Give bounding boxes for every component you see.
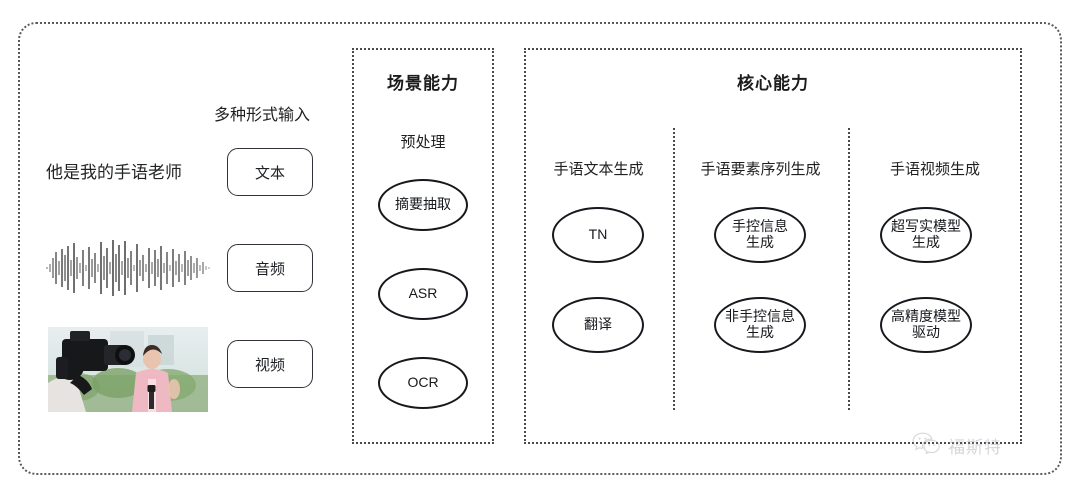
outer-frame <box>18 22 1062 475</box>
input-modality-video-label: 视频 <box>254 356 285 374</box>
video-thumbnail <box>48 327 208 412</box>
core-node-tn[interactable]: TN <box>552 207 644 263</box>
wechat-icon <box>912 432 942 459</box>
input-modality-audio-button[interactable]: 音频 <box>227 244 313 292</box>
core-column-divider-2 <box>848 128 850 410</box>
scene-group-label: 预处理 <box>400 134 446 151</box>
core-column-label-sign-text-generation: 手语文本生成 <box>553 161 644 178</box>
scene-node-summary-extraction[interactable]: 摘要抽取 <box>378 179 468 231</box>
scene-node-ocr[interactable]: OCR <box>378 357 468 409</box>
input-modality-audio-label: 音频 <box>254 260 285 278</box>
core-node-high-precision-model-driving[interactable]: 高精度模型 驱动 <box>880 297 972 353</box>
core-node-manual-info-generation[interactable]: 手控信息 生成 <box>714 207 806 263</box>
watermark: 福斯特 <box>912 432 1002 459</box>
sample-sentence-text: 他是我的手语老师 <box>46 163 182 182</box>
core-capability-box <box>524 48 1022 444</box>
input-panel-header: 多种形式输入 <box>214 107 311 124</box>
scene-node-asr[interactable]: ASR <box>378 268 468 320</box>
scene-capability-title: 场景能力 <box>387 74 459 93</box>
core-column-label-sign-element-sequence-generation: 手语要素序列生成 <box>700 161 821 178</box>
input-modality-text-label: 文本 <box>254 164 285 182</box>
input-modality-text-button[interactable]: 文本 <box>227 148 313 196</box>
input-modality-video-button[interactable]: 视频 <box>227 340 313 388</box>
core-capability-title: 核心能力 <box>737 74 809 93</box>
core-column-label-sign-video-generation: 手语视频生成 <box>889 161 980 178</box>
core-node-non-manual-info-generation[interactable]: 非手控信息 生成 <box>714 297 806 353</box>
scene-capability-box <box>352 48 494 444</box>
core-node-photorealistic-model-generation[interactable]: 超写实模型 生成 <box>880 207 972 263</box>
watermark-text: 福斯特 <box>948 438 1002 457</box>
audio-waveform-icon <box>46 238 212 298</box>
core-node-translation[interactable]: 翻译 <box>552 297 644 353</box>
core-column-divider-1 <box>673 128 675 410</box>
